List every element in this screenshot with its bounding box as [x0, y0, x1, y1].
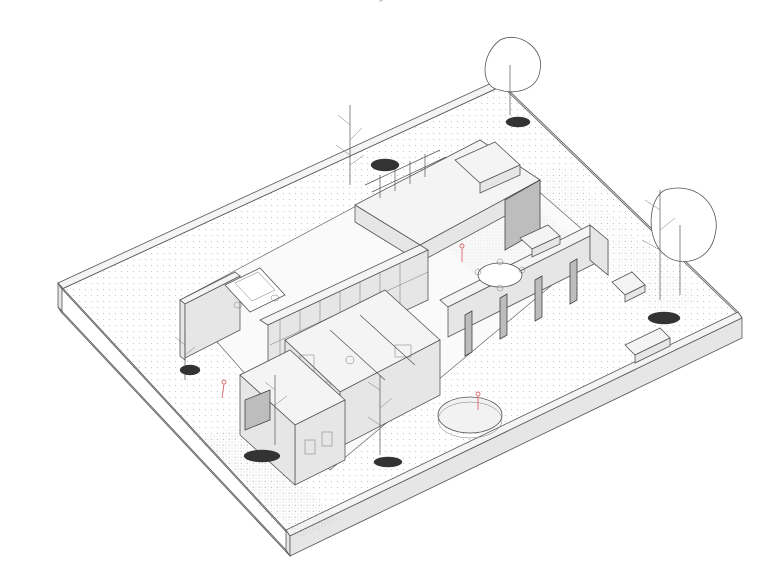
round-patio	[437, 396, 503, 439]
tree-icon	[335, 105, 365, 185]
side-path	[520, 165, 700, 318]
human-figure-icon	[221, 379, 227, 399]
shrub-icon	[505, 116, 531, 128]
tree-icon	[367, 375, 393, 455]
entry-path	[200, 425, 340, 538]
tree-icon	[484, 37, 542, 115]
tree-icon	[650, 187, 717, 295]
car-icon	[224, 267, 286, 313]
human-figure-icon	[459, 243, 465, 262]
shrub-icon	[243, 449, 281, 463]
shrub-icon	[370, 158, 400, 172]
tree-icon	[641, 190, 676, 300]
shrub-icon	[647, 311, 681, 325]
tree-icon	[264, 375, 288, 445]
round-table-icon	[474, 258, 526, 292]
human-figure-icon	[475, 391, 481, 410]
perimeter-wall	[57, 79, 743, 558]
kitchen-cabinets	[364, 149, 447, 198]
shrub-icon	[373, 456, 403, 468]
sofa	[519, 224, 561, 258]
house	[179, 0, 609, 486]
terrace-bench	[611, 271, 671, 364]
shrub-icon	[179, 364, 201, 376]
kitchen-island	[454, 141, 521, 194]
facade-fins	[464, 258, 578, 357]
